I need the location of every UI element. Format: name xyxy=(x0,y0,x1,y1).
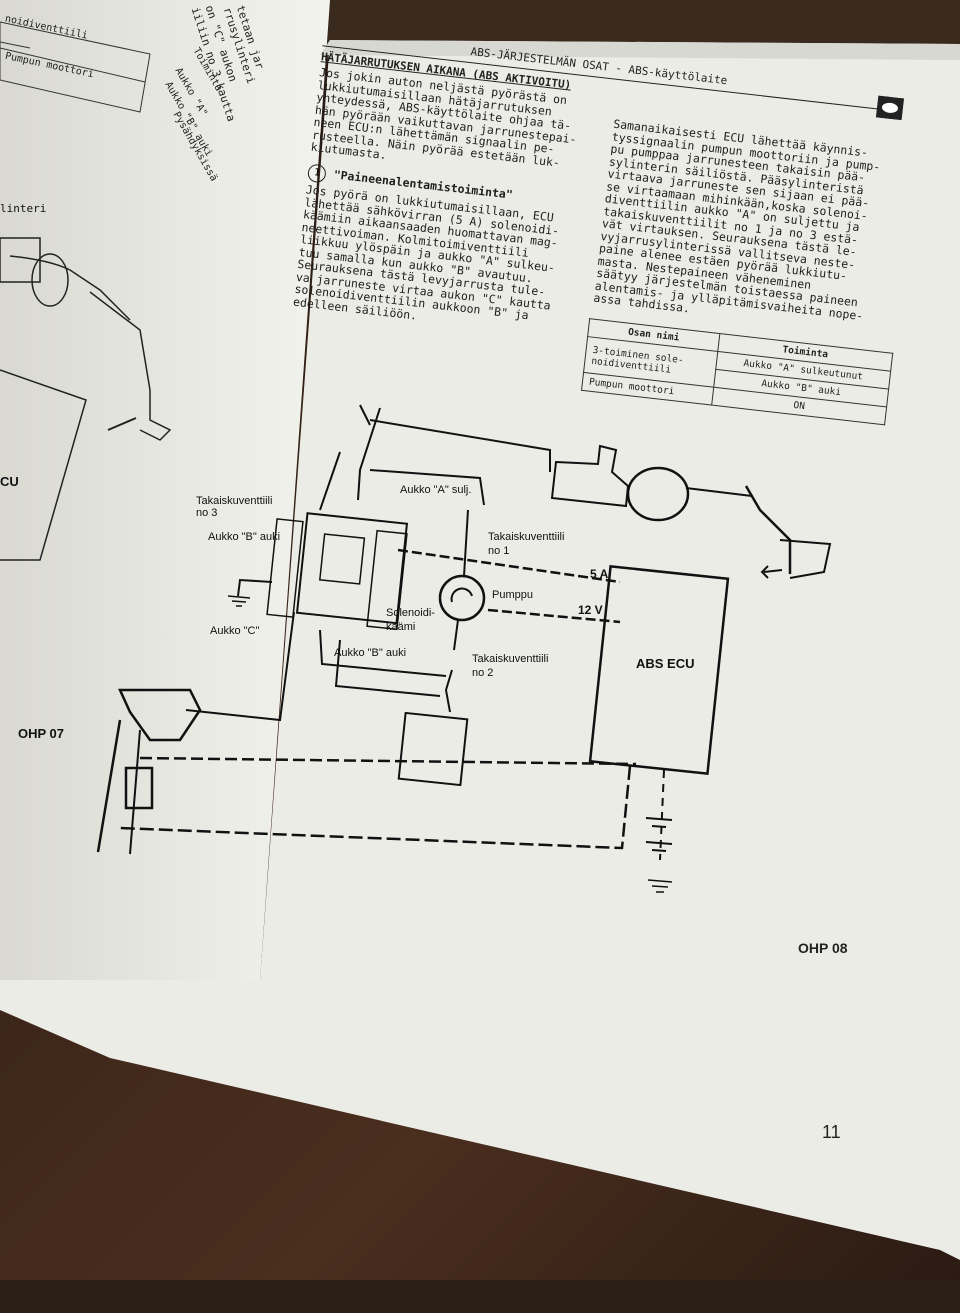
left-label-ecu: CU xyxy=(0,474,19,489)
left-page-diagram xyxy=(0,21,172,561)
battery-icon xyxy=(645,817,673,852)
brake-booster xyxy=(626,466,690,522)
label-pumppu: Pumppu xyxy=(492,589,533,601)
right-page xyxy=(0,40,960,1260)
label-abs-ecu: ABS ECU xyxy=(636,656,695,671)
label-takaisku2: Takaiskuventtiili xyxy=(472,653,548,665)
solenoid-valve-body xyxy=(295,512,409,625)
label-aukko-a: Aukko "A" sulj. xyxy=(400,484,471,496)
wheel-sensor xyxy=(124,766,154,810)
page-number: 11 xyxy=(822,1122,841,1142)
master-cylinder xyxy=(550,444,630,508)
label-kaami: käämi xyxy=(386,621,415,633)
label-no1: no 1 xyxy=(488,545,509,557)
label-aukko-c: Aukko "C" xyxy=(210,625,259,637)
label-no2: no 2 xyxy=(472,667,493,679)
label-takaisku1: Takaiskuventtiili xyxy=(488,531,564,543)
abs-hydraulic-diagram: Aukko "A" sulj. Takaiskuventtiili no 3 A… xyxy=(96,404,832,893)
battery-wire xyxy=(659,769,665,861)
wire-12v xyxy=(487,608,621,624)
brake-line-left xyxy=(319,451,341,511)
brake-line-top xyxy=(369,419,551,472)
ohp08-label: OHP 08 xyxy=(798,940,848,956)
toyota-logo-icon xyxy=(875,95,905,121)
label-solenoidi: Solenoidi- xyxy=(386,607,435,619)
abs-ecu-box xyxy=(588,564,730,776)
brake-pedal xyxy=(744,485,792,574)
ohp07-label: OHP 07 xyxy=(18,726,65,741)
label-no3: no 3 xyxy=(196,507,217,519)
ground-line xyxy=(237,578,273,597)
ground-icon xyxy=(227,595,251,607)
left-page-content: tetaan jar rrusylinteri on "C" aukon iil… xyxy=(0,4,266,741)
reservoir xyxy=(397,711,469,787)
brake-disc xyxy=(96,719,122,853)
label-aukko-b-bottom: Aukko "B" auki xyxy=(334,647,406,659)
brake-line-return xyxy=(357,407,381,501)
wire-5a xyxy=(397,548,621,584)
label-aukko-b-left: Aukko "B" auki xyxy=(208,531,280,543)
label-takaisku3: Takaiskuventtiili xyxy=(196,495,272,507)
label-5a: 5 A xyxy=(590,567,609,581)
brake-caliper xyxy=(118,688,202,742)
wheel-sensor-wire xyxy=(139,756,637,766)
label-12v: 12 V xyxy=(578,603,603,617)
foot-icon xyxy=(779,539,832,579)
ground-icon xyxy=(647,879,673,893)
pump-icon xyxy=(438,574,486,622)
left-label-sylinteri: linteri xyxy=(0,202,47,215)
